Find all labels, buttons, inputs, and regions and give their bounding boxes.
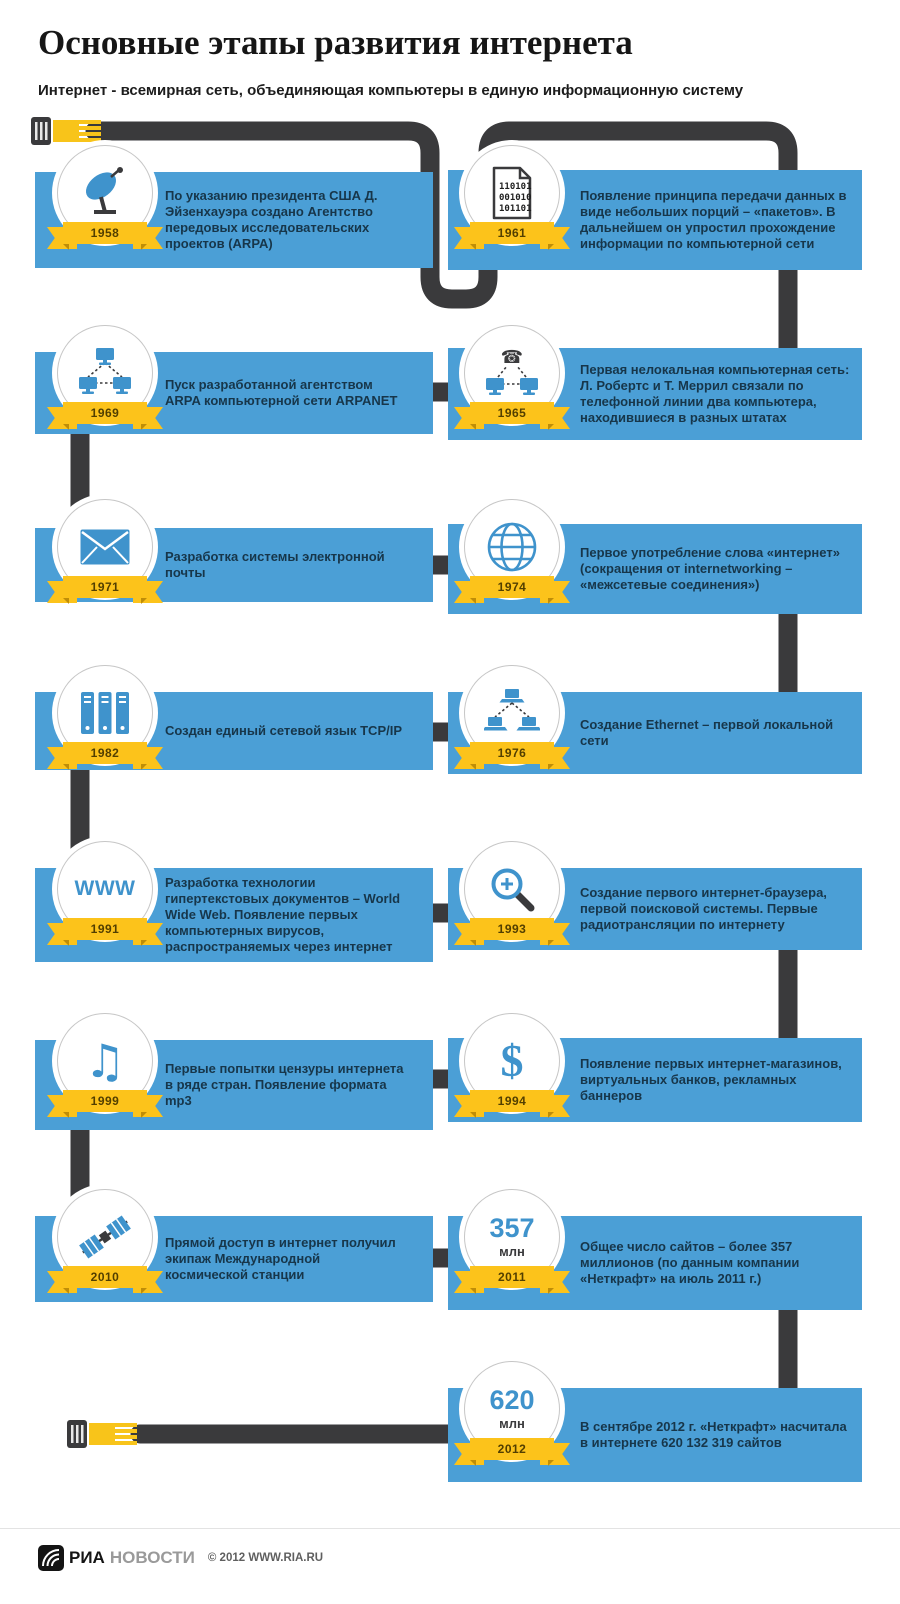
milestone-text: Появление первых интернет-магазинов, вир… xyxy=(580,1056,842,1103)
stat-unit: млн xyxy=(499,1416,525,1431)
year-ribbon-1999: 1999 xyxy=(47,1090,163,1122)
year-label: 1971 xyxy=(63,576,147,598)
milestone-text: Первые попытки цензуры интернета в ряде … xyxy=(165,1061,404,1108)
stat-number: 357 xyxy=(489,1213,535,1243)
year-ribbon-1974: 1974 xyxy=(454,576,570,608)
page-title: Основные этапы развития интернета xyxy=(38,23,633,62)
year-label: 1969 xyxy=(63,402,147,424)
milestone-text: Создание Ethernet – первой локальной сет… xyxy=(580,717,834,748)
brand-novosti: НОВОСТИ xyxy=(109,1548,195,1567)
year-ribbon-1982: 1982 xyxy=(47,742,163,774)
year-ribbon-1976: 1976 xyxy=(454,742,570,774)
year-ribbon-2011: 2011 xyxy=(454,1266,570,1298)
year-ribbon-2012: 2012 xyxy=(454,1438,570,1470)
year-label: 1991 xyxy=(63,918,147,940)
year-label: 2010 xyxy=(63,1266,147,1288)
milestone-text: Первая нелокальная компьютерная сеть: Л.… xyxy=(580,362,850,425)
milestone-text: Прямой доступ в интернет получил экипаж … xyxy=(165,1235,396,1282)
year-ribbon-1971: 1971 xyxy=(47,576,163,608)
ria-novosti-logo xyxy=(38,1545,64,1571)
milestone-text: В сентябре 2012 г. «Неткрафт» насчитала … xyxy=(580,1419,847,1450)
year-label: 1958 xyxy=(63,222,147,244)
year-label: 1999 xyxy=(63,1090,147,1112)
svg-text:110101: 110101 xyxy=(499,182,532,192)
stat-unit: млн xyxy=(499,1244,525,1259)
milestone-text: По указанию президента США Д. Эйзенхауэр… xyxy=(165,188,378,251)
music-note-glyph: ♫ xyxy=(84,1034,126,1088)
footer-divider xyxy=(0,1528,900,1529)
year-label: 1993 xyxy=(470,918,554,940)
milestone-text: Первое употребление слова «интернет» (со… xyxy=(580,545,840,592)
year-label: 1965 xyxy=(470,402,554,424)
page-subtitle: Интернет - всемирная сеть, объединяющая … xyxy=(38,82,744,99)
milestone-text: Разработка технологии гипертекстовых док… xyxy=(165,875,401,954)
footer: РИА НОВОСТИ © 2012 WWW.RIA.RU xyxy=(38,1545,323,1571)
dollar-glyph: $ xyxy=(500,1035,524,1086)
year-ribbon-1961: 1961 xyxy=(454,222,570,254)
milestone-card-1974: Первое употребление слова «интернет» (со… xyxy=(448,524,862,614)
www-label: WWW xyxy=(74,877,136,900)
milestone-text: Создан единый сетевой язык TCP/IP xyxy=(165,723,403,738)
year-label: 1994 xyxy=(470,1090,554,1112)
year-label: 1974 xyxy=(470,576,554,598)
year-ribbon-2010: 2010 xyxy=(47,1266,163,1298)
year-ribbon-1969: 1969 xyxy=(47,402,163,434)
year-ribbon-1994: 1994 xyxy=(454,1090,570,1122)
year-label: 1961 xyxy=(470,222,554,244)
year-ribbon-1993: 1993 xyxy=(454,918,570,950)
ribbon-fold xyxy=(63,244,69,250)
milestone-text: Появление принципа передачи данных в вид… xyxy=(580,188,847,251)
copyright-text: © 2012 WWW.RIA.RU xyxy=(207,1552,324,1564)
year-ribbon-1958: 1958 xyxy=(47,222,163,254)
svg-text:101101: 101101 xyxy=(499,204,532,214)
ribbon-fold xyxy=(141,244,147,250)
year-ribbon-1991: 1991 xyxy=(47,918,163,950)
year-ribbon-1965: 1965 xyxy=(454,402,570,434)
milestone-text: Создание первого интернет-браузера, перв… xyxy=(580,885,827,932)
stat-number: 620 xyxy=(489,1385,535,1415)
milestone-text: Общее число сайтов – более 357 миллионов… xyxy=(580,1239,800,1286)
year-label: 2012 xyxy=(470,1438,554,1460)
milestone-card-1999: Первые попытки цензуры интернета в ряде … xyxy=(35,1040,433,1130)
year-label: 1976 xyxy=(470,742,554,764)
ethernet-cable-icon xyxy=(31,117,101,145)
milestone-text: Разработка системы электронной почты xyxy=(165,549,385,580)
milestone-text: Пуск разработанной агентством ARPA компь… xyxy=(165,377,398,408)
brand-ria: РИА xyxy=(69,1548,105,1567)
svg-text:001010: 001010 xyxy=(499,193,532,203)
year-label: 1982 xyxy=(63,742,147,764)
svg-text:☎: ☎ xyxy=(501,347,523,368)
year-label: 2011 xyxy=(470,1266,554,1288)
ethernet-cable-icon xyxy=(67,1420,137,1448)
